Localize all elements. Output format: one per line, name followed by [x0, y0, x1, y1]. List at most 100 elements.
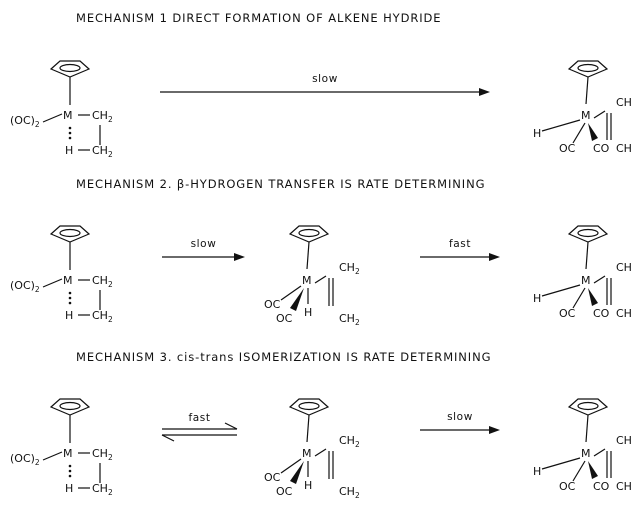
agostic-dot — [68, 474, 72, 478]
oc-metal-bond — [42, 278, 63, 288]
ch2-lower: CH2 — [92, 482, 113, 497]
metal-co-bond — [280, 458, 302, 474]
cp-ring — [567, 398, 609, 416]
metal-h-bond — [541, 457, 581, 470]
arrow-head — [489, 426, 500, 434]
co-ligand-right: CO — [593, 307, 610, 320]
metal-co-bond — [280, 285, 302, 301]
cp-ring — [567, 60, 609, 78]
cp-ligand — [288, 398, 330, 416]
metal-atom: M — [581, 274, 591, 287]
oc-group-label: (OC)2 — [10, 114, 40, 129]
reaction-arrow: slow — [420, 411, 500, 434]
wedge-bond — [290, 461, 304, 484]
ch2-upper: CH2 — [616, 96, 631, 111]
agostic-dot — [68, 464, 72, 468]
cp-ring — [288, 398, 330, 416]
co-ligand-upper: OC — [264, 298, 281, 311]
arrow-head — [234, 253, 245, 261]
oc-metal-bond — [42, 113, 63, 123]
alkene-hydride-product: MHOCCOCH2CH2 — [533, 225, 631, 320]
reaction-arrow: slow — [162, 238, 245, 261]
ch2-upper: CH2 — [92, 447, 113, 462]
cp-ring — [49, 398, 91, 416]
cp-ring — [49, 60, 91, 78]
reaction-arrow: slow — [160, 73, 490, 96]
cp-metal-bond — [585, 414, 589, 443]
alkene-hydride-product: MHOCCOCH2CH2 — [533, 60, 631, 157]
mechanism-title: MECHANISM 1 DIRECT FORMATION OF ALKENE H… — [76, 11, 441, 25]
cp-metal-bond — [306, 414, 310, 443]
hydrogen-atom: H — [533, 127, 541, 140]
co-ligand-left: OC — [559, 307, 576, 320]
ch2-lower: CH2 — [339, 485, 360, 500]
metal-atom: M — [302, 274, 312, 287]
cp-aromatic-ring — [577, 401, 599, 411]
metal-alkene-bond — [593, 275, 606, 284]
cp-aromatic-ring — [298, 401, 320, 411]
hydrogen-atom: H — [65, 309, 73, 322]
co-ligand-left: OC — [559, 480, 576, 493]
metal-atom: M — [581, 109, 591, 122]
metal-alkene-bond — [593, 110, 606, 119]
ch2-lower: CH2 — [616, 480, 631, 495]
cp-ring — [567, 225, 609, 243]
arrow-label: slow — [447, 411, 473, 423]
wedge-bond — [290, 288, 304, 311]
cp-aromatic-ring — [59, 63, 81, 73]
ch2-lower: CH2 — [339, 312, 360, 327]
cp-ring — [288, 225, 330, 243]
arrow-head — [479, 88, 490, 96]
mechanism-title: MECHANISM 3. cis-trans ISOMERIZATION IS … — [76, 350, 491, 364]
cp-ligand — [288, 225, 330, 243]
ch2-upper: CH2 — [339, 434, 360, 449]
oc-metal-bond — [42, 451, 63, 461]
ch2-upper: CH2 — [616, 434, 631, 449]
equilibrium-reverse-barb — [161, 434, 175, 442]
cp-aromatic-ring — [59, 401, 81, 411]
metal-atom: M — [581, 447, 591, 460]
metal-h-bond — [541, 284, 581, 297]
hydrogen-atom: H — [304, 306, 312, 319]
cp-ligand — [49, 225, 91, 243]
cp-ring — [49, 225, 91, 243]
agostic-dot — [68, 301, 72, 305]
metal-co-bond — [572, 460, 586, 482]
equilibrium-forward-barb — [224, 422, 238, 430]
metal-atom: M — [63, 274, 73, 287]
cp-ligand — [567, 398, 609, 416]
alkene-hydride-product: MHOCCOCH2CH2 — [533, 398, 631, 495]
cp-ligand — [49, 60, 91, 78]
hydrogen-atom: H — [304, 479, 312, 492]
hydrogen-atom: H — [533, 465, 541, 478]
mechanism-title: MECHANISM 2. β-HYDROGEN TRANSFER IS RATE… — [76, 177, 485, 191]
wedge-bond — [588, 288, 598, 306]
hydrogen-atom: H — [65, 482, 73, 495]
arrow-label: slow — [312, 73, 338, 85]
cp-metal-bond — [585, 241, 589, 270]
wedge-bond — [588, 461, 598, 479]
agostic-dot — [68, 136, 72, 140]
ch2-upper: CH2 — [92, 274, 113, 289]
ch2-upper: CH2 — [616, 261, 631, 276]
cp-ligand — [49, 398, 91, 416]
ch2-lower: CH2 — [92, 309, 113, 324]
cp-ligand — [567, 60, 609, 78]
co-ligand-right: CO — [593, 142, 610, 155]
cp-ligand — [567, 225, 609, 243]
arrow-label: fast — [449, 238, 471, 250]
hydrogen-atom: H — [533, 292, 541, 305]
agostic-dot — [68, 296, 72, 300]
ch2-upper: CH2 — [92, 109, 113, 124]
reaction-arrow: fast — [420, 238, 500, 261]
metal-alkene-bond — [593, 448, 606, 457]
ch2-lower: CH2 — [616, 142, 631, 157]
cp-metal-bond — [585, 76, 589, 105]
agostic-dot — [68, 131, 72, 135]
